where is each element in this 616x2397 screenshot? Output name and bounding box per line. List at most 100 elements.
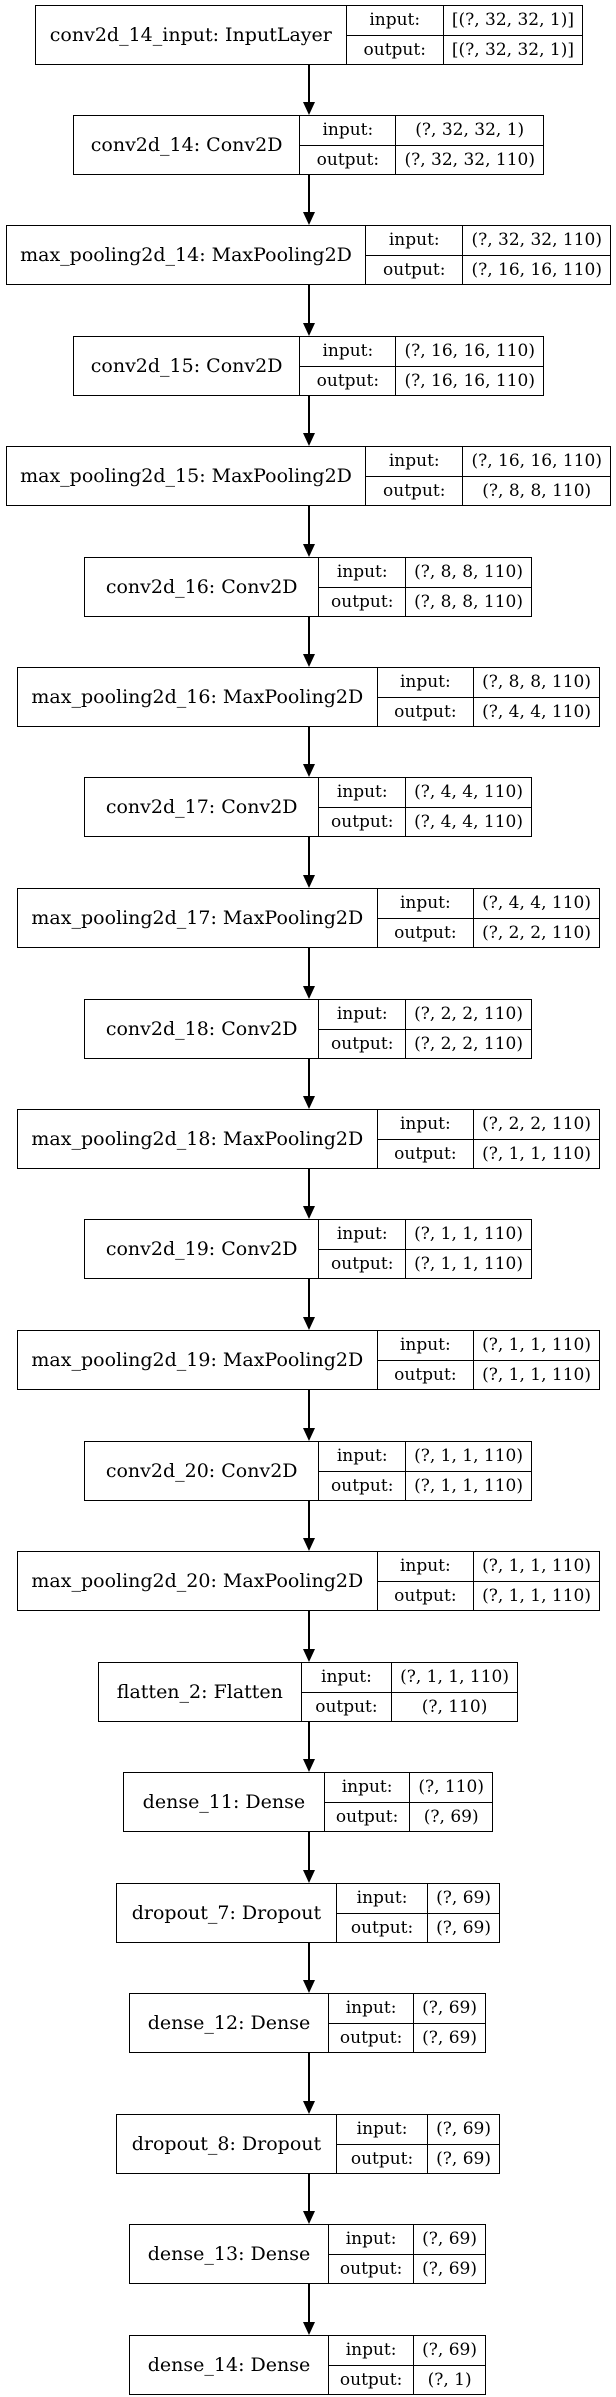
io-labels: input:output: bbox=[377, 1331, 475, 1389]
output-shape: (?, 1, 1, 110) bbox=[414, 1475, 523, 1496]
input-label: input: bbox=[300, 116, 396, 146]
layer-name: dropout_7: Dropout bbox=[117, 1884, 337, 1942]
layer-name: conv2d_14_input: InputLayer bbox=[36, 6, 347, 64]
arrowhead-icon bbox=[303, 1980, 315, 1993]
layer-name: max_pooling2d_15: MaxPooling2D bbox=[7, 447, 367, 505]
input-label: input: bbox=[346, 6, 443, 36]
input-shape: (?, 69) bbox=[428, 2115, 499, 2145]
edge-line bbox=[308, 1169, 310, 1206]
output-label: output: bbox=[383, 259, 446, 280]
input-label: input: bbox=[336, 2115, 428, 2145]
layer-name: conv2d_19: Conv2D bbox=[85, 1220, 320, 1278]
layer-name: dense_14: Dense bbox=[130, 2336, 330, 2394]
io-values: (?, 69) (?, 69) bbox=[428, 2115, 499, 2173]
input-shape: (?, 69) bbox=[414, 1994, 485, 2024]
output-shape: (?, 110) bbox=[421, 1696, 488, 1717]
output-shape: [(?, 32, 32, 1)] bbox=[451, 39, 574, 60]
arrowhead-icon bbox=[303, 654, 315, 667]
io-labels: input: output: bbox=[329, 2225, 415, 2283]
edge-line bbox=[308, 2174, 310, 2211]
edge-line bbox=[308, 285, 310, 323]
edge-line bbox=[308, 1722, 310, 1759]
output-shape: (?, 1, 1, 110) bbox=[482, 1143, 591, 1164]
input-shape: (?, 1, 1, 110) bbox=[406, 1442, 531, 1472]
io-values: (?, 16, 16, 110)(?, 16, 16, 110) bbox=[396, 337, 543, 395]
layer-name: dense_12: Dense bbox=[130, 1994, 330, 2052]
input-label: input: bbox=[377, 668, 474, 698]
output-label: output: bbox=[315, 1696, 378, 1717]
arrowhead-icon bbox=[303, 2211, 315, 2224]
io-values: (?, 69) (?, 69) bbox=[414, 2225, 485, 2283]
output-shape: (?, 69) bbox=[422, 2027, 477, 2048]
edge-line bbox=[308, 617, 310, 654]
edge-line bbox=[308, 2053, 310, 2101]
edge-line bbox=[308, 837, 310, 875]
output-shape: (?, 69) bbox=[422, 2258, 477, 2279]
output-label: output: bbox=[331, 811, 394, 832]
arrowhead-icon bbox=[303, 1317, 315, 1330]
output-label: output: bbox=[394, 1585, 457, 1606]
output-shape: (?, 8, 8, 110) bbox=[482, 480, 592, 501]
io-values: (?, 32, 32, 110)(?, 16, 16, 110) bbox=[463, 226, 610, 284]
layer-name: conv2d_20: Conv2D bbox=[85, 1442, 320, 1500]
edge-line bbox=[308, 948, 310, 986]
io-labels: input:output: bbox=[336, 1884, 429, 1942]
output-label: output: bbox=[394, 922, 457, 943]
output-label: output: bbox=[339, 2258, 403, 2279]
input-shape: (?, 1, 1, 110) bbox=[392, 1663, 517, 1693]
arrowhead-icon bbox=[303, 1649, 315, 1662]
output-label: output: bbox=[316, 370, 380, 391]
output-shape: (?, 1, 1, 110) bbox=[414, 1253, 523, 1274]
arrowhead-icon bbox=[303, 2322, 315, 2335]
io-values: (?, 2, 2, 110)(?, 1, 1, 110) bbox=[474, 1110, 599, 1168]
io-values: (?, 1, 1, 110)(?, 1, 1, 110) bbox=[474, 1331, 599, 1389]
arrowhead-icon bbox=[303, 986, 315, 999]
arrowhead-icon bbox=[303, 875, 315, 888]
input-shape: (?, 4, 4, 110) bbox=[406, 778, 531, 808]
input-label: input: bbox=[377, 889, 474, 919]
io-values: (?, 8, 8, 110)(?, 8, 8, 110) bbox=[406, 558, 531, 616]
edge-line bbox=[308, 65, 310, 102]
edge-line bbox=[308, 506, 310, 544]
input-label: input: bbox=[329, 1994, 414, 2024]
output-label: output: bbox=[316, 149, 380, 170]
arrowhead-icon bbox=[303, 2101, 315, 2114]
io-labels: input:output: bbox=[319, 778, 407, 836]
edge-line bbox=[308, 1832, 310, 1870]
arrowhead-icon bbox=[303, 102, 315, 115]
output-shape: (?, 4, 4, 110) bbox=[414, 811, 523, 832]
layer-name: flatten_2: Flatten bbox=[99, 1663, 302, 1721]
io-values: (?, 1, 1, 110)(?, 1, 1, 110) bbox=[474, 1552, 599, 1610]
arrowhead-icon bbox=[303, 544, 315, 557]
output-shape: (?, 69) bbox=[436, 2148, 491, 2169]
input-shape: (?, 4, 4, 110) bbox=[474, 889, 599, 919]
edge-line bbox=[308, 396, 310, 433]
input-label: input: bbox=[301, 1663, 392, 1693]
input-shape: (?, 69) bbox=[414, 2225, 485, 2255]
input-label: input: bbox=[377, 1331, 474, 1361]
input-label: input: bbox=[329, 2225, 414, 2255]
layer-name: max_pooling2d_20: MaxPooling2D bbox=[18, 1552, 378, 1610]
output-label: output: bbox=[394, 1143, 457, 1164]
input-shape: (?, 8, 8, 110) bbox=[474, 668, 599, 698]
output-shape: (?, 2, 2, 110) bbox=[482, 922, 591, 943]
io-labels: input:output: bbox=[329, 2336, 415, 2394]
output-label: output: bbox=[383, 480, 446, 501]
input-shape: (?, 69) bbox=[428, 1884, 499, 1914]
edge-line bbox=[308, 1501, 310, 1538]
output-shape: (?, 2, 2, 110) bbox=[414, 1033, 523, 1054]
output-shape: (?, 1) bbox=[427, 2369, 472, 2390]
io-labels: input:output: bbox=[346, 6, 444, 64]
output-label: output: bbox=[394, 701, 457, 722]
layer-name: conv2d_16: Conv2D bbox=[85, 558, 320, 616]
io-labels: input:output: bbox=[319, 1000, 407, 1058]
